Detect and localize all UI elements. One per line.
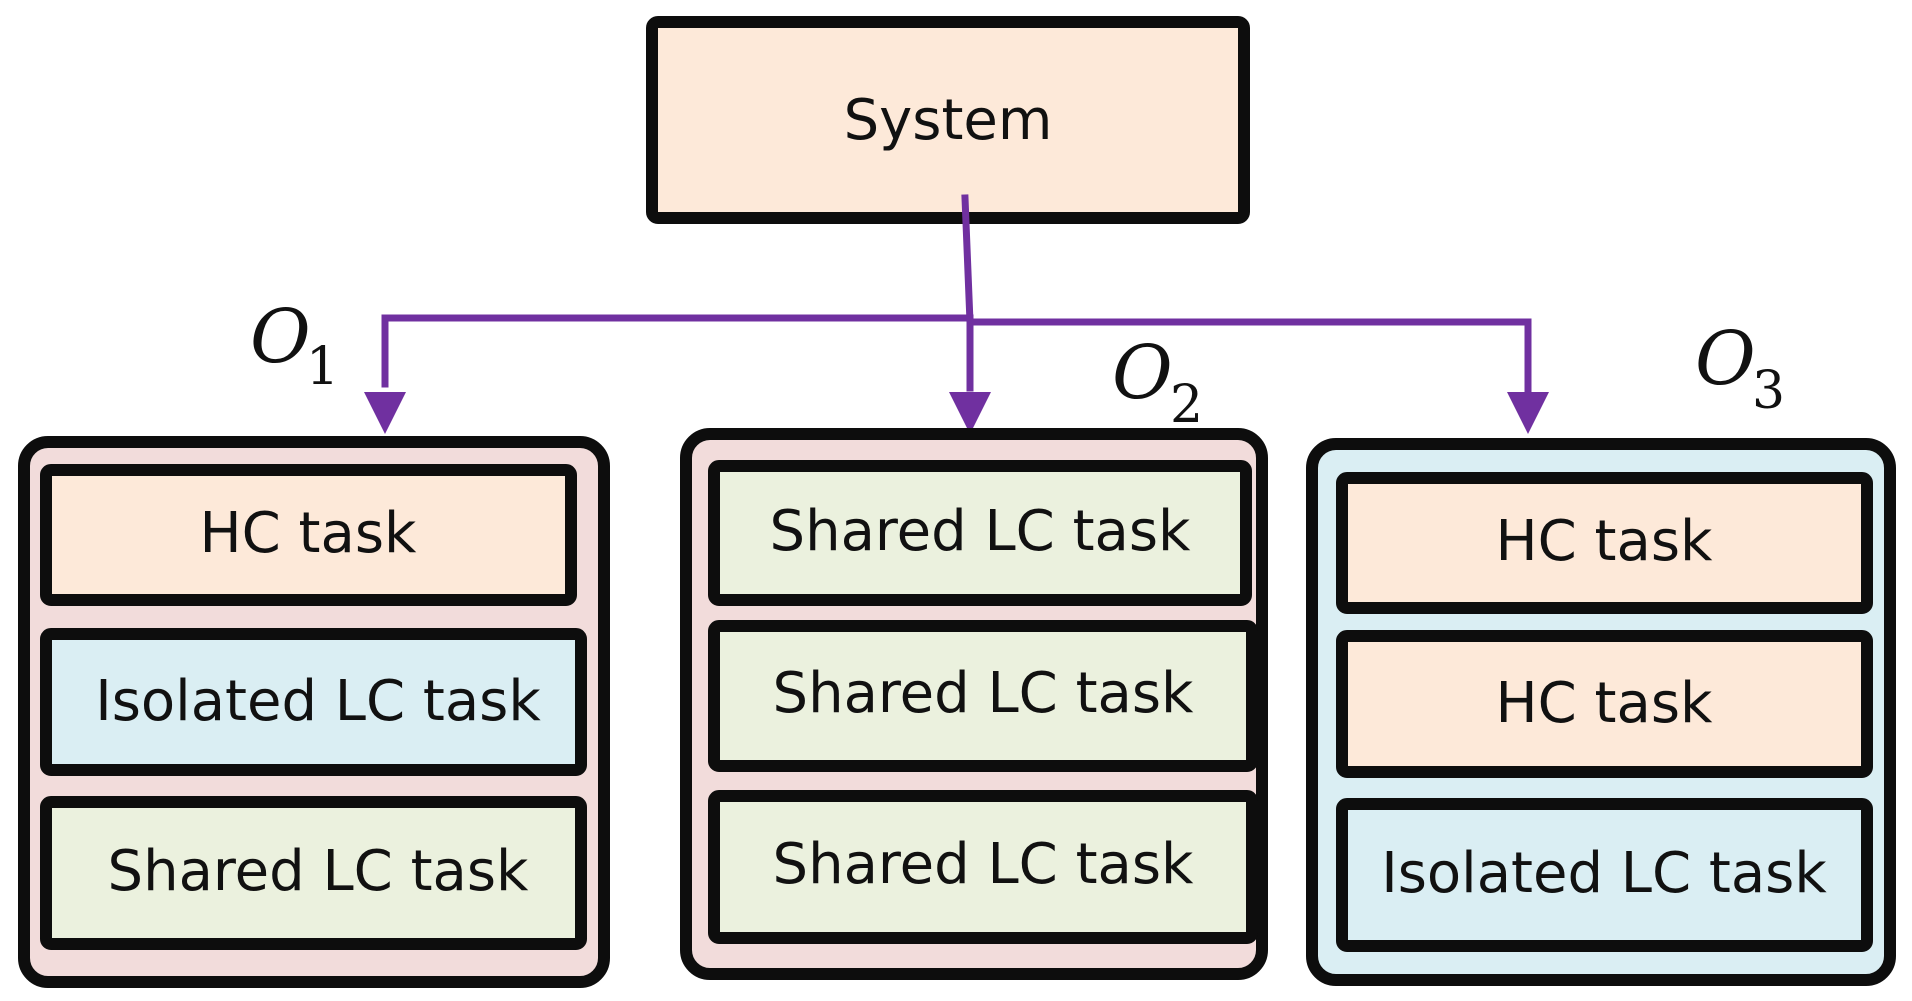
group-o3-task-3-label: Isolated LC task — [1381, 841, 1827, 906]
group-o3-task-1-label: HC task — [1496, 509, 1713, 574]
group-o1-task-1-label: HC task — [200, 501, 417, 566]
group-o2-task-2-label: Shared LC task — [773, 661, 1195, 726]
group-label-o2: O 2 — [1112, 330, 1203, 435]
group-label-o2-main: O — [1112, 330, 1173, 416]
arrowhead-o3 — [1507, 392, 1549, 434]
group-o2-task-3-box — [708, 790, 1258, 944]
group-label-o3: O 3 — [1695, 316, 1785, 421]
group-o1-task-3-label: Shared LC task — [108, 839, 530, 904]
group-o2-task-1-box — [708, 460, 1252, 606]
group-label-o2-sub: 2 — [1170, 375, 1203, 435]
group-o3-task-3-box — [1336, 798, 1873, 952]
branch-connector-o1 — [381, 314, 974, 388]
group-label-o3-main: O — [1695, 316, 1756, 402]
group-o2-task-1-label: Shared LC task — [770, 499, 1192, 564]
group-label-o1-main: O — [250, 294, 311, 380]
group-o1-task-2-box — [40, 628, 587, 776]
group-o2: Shared LC task Shared LC task Shared LC … — [680, 428, 1268, 980]
group-o1-task-2-label: Isolated LC task — [95, 669, 541, 734]
system-node-box — [646, 16, 1250, 224]
group-label-o1-sub: 1 — [306, 337, 339, 397]
group-label-o3-sub: 3 — [1752, 361, 1785, 421]
connector-lines — [381, 194, 1532, 394]
group-o1-task-1-box — [40, 464, 577, 606]
group-o3-task-2-box — [1336, 630, 1873, 778]
group-o3: HC task HC task Isolated LC task — [1306, 438, 1896, 986]
arrowheads — [364, 392, 1549, 434]
group-o2-task-2-box — [708, 620, 1258, 772]
trunk-connector — [961, 194, 974, 326]
group-o1-task-3-box — [40, 796, 587, 950]
system-node-label: System — [844, 88, 1053, 153]
arrowhead-o1 — [364, 392, 406, 434]
branch-connector-o3 — [966, 318, 1532, 394]
group-o1: HC task Isolated LC task Shared LC task — [18, 436, 610, 988]
group-o2-task-3-label: Shared LC task — [773, 832, 1195, 897]
arrowhead-o2 — [949, 392, 991, 434]
group-label-o1: O 1 — [250, 294, 339, 397]
group-o3-task-2-label: HC task — [1496, 671, 1713, 736]
group-o3-task-1-box — [1336, 472, 1873, 614]
